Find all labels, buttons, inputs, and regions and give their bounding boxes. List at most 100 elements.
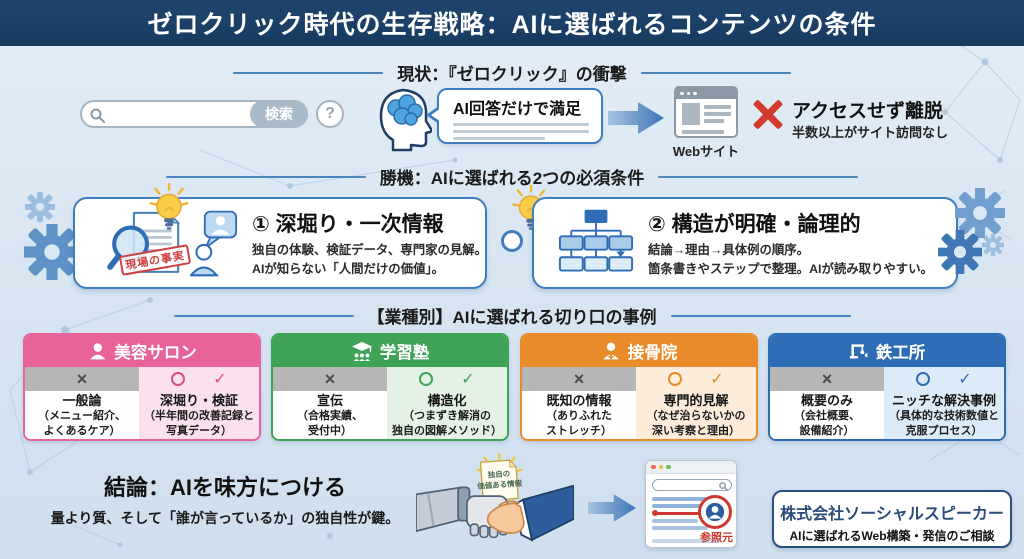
- browser-titlebar: [646, 461, 736, 474]
- unique-info-doc-line2: 価値ある情報: [476, 478, 523, 491]
- result-text-line: [652, 497, 716, 501]
- company-card: 株式会社ソーシャルスピーカー AIに選ばれるWeb構築・発信のご相談: [772, 490, 1012, 548]
- citation-dot: [652, 510, 658, 516]
- browser-text-line: [704, 112, 731, 116]
- website-label: Webサイト: [672, 144, 740, 159]
- ironworks-icon: [849, 344, 868, 359]
- brain-icon: [379, 88, 432, 152]
- unique-info-doc-line1: 独自の: [487, 468, 510, 480]
- connector-circle-decoration: [501, 230, 523, 252]
- handshake-illustration: 独自の 価値ある情報: [416, 452, 574, 542]
- salon-person-icon: [90, 343, 106, 360]
- browser-content-block: [682, 103, 700, 125]
- section-title-text: 現状：『ゼロクリック』の衝撃: [397, 65, 627, 84]
- result-text-line: [652, 539, 720, 543]
- industry-name: 美容サロン: [114, 344, 197, 362]
- source-avatar: [698, 495, 732, 529]
- page-title: ゼロクリック時代の生存戦略：AIに選ばれるコンテンツの条件: [147, 11, 877, 39]
- result-text-line: [652, 519, 698, 523]
- industry-name: 鉄工所: [875, 344, 926, 362]
- help-button[interactable]: ?: [316, 100, 344, 128]
- flow-arrow-icon: [608, 102, 664, 134]
- search-input[interactable]: [110, 102, 250, 126]
- bounce-subtitle: 半数以上がサイト訪問なし: [792, 125, 949, 140]
- industry-card-salon: 美容サロン × ✓ 一般論 （メニュー紹介、 よくあるケア） 深堀り・検証 （半…: [23, 333, 261, 441]
- divider-line: [640, 71, 791, 74]
- condition-title: ① 深堀り・一次情報: [252, 213, 444, 236]
- good-circle-mark: [916, 372, 931, 386]
- text-line-decoration: [453, 137, 545, 140]
- gear-icon: [25, 192, 55, 222]
- section-current-title: 現状：『ゼロクリック』の衝撃: [0, 60, 1024, 85]
- check-mark: ✓: [710, 371, 724, 388]
- browser-text-line: [704, 119, 724, 123]
- cited-result-browser: 参照元: [645, 460, 737, 548]
- bad-example-cell: 一般論 （メニュー紹介、 よくあるケア）: [25, 391, 139, 439]
- bad-example-cell: 宣伝 （合格実績、 受付中）: [273, 391, 387, 439]
- bad-example-cell: 概要のみ （会社概要、 設備紹介）: [770, 391, 884, 439]
- search-button[interactable]: 検索: [250, 100, 308, 128]
- condition-body: 独自の体験、検証データ、専門家の見解。 AIが知らない「人間だけの価値」。: [252, 241, 488, 279]
- search-bar: 検索: [80, 100, 308, 128]
- good-example-cell: 専門的見解 （なぜ治らないかの 深い考察と理由）: [636, 391, 756, 439]
- good-circle-mark: [419, 372, 434, 386]
- condition-body: 結論→理由→具体例の順序。 箇条書きやステップで整理。AIが読み取りやすい。: [648, 241, 948, 279]
- text-line-decoration: [453, 123, 589, 126]
- result-text-line: [652, 526, 708, 530]
- company-name: 株式会社ソーシャルスピーカー: [780, 506, 1004, 523]
- gear-icon: [938, 230, 982, 274]
- title-bar: ゼロクリック時代の生存戦略：AIに選ばれるコンテンツの条件: [0, 0, 1024, 46]
- section-opportunity-title: 勝機：AIに選ばれる2つの必須条件: [0, 164, 1024, 189]
- flow-arrow-icon: [588, 494, 636, 522]
- section-title-text: 【業種別】AIに選ばれる切り口の事例: [367, 308, 657, 327]
- bad-mark: ×: [25, 367, 139, 391]
- citation-line: [656, 512, 700, 515]
- bad-example-cell: 既知の情報 （ありふれた ストレッチ）: [522, 391, 636, 439]
- browser-titlebar: [676, 88, 736, 99]
- browser-text-line: [682, 130, 724, 134]
- bubble-text: AI回答だけで満足: [453, 101, 582, 118]
- divider-line: [173, 314, 354, 317]
- divider-line: [165, 175, 366, 178]
- bad-mark: ×: [273, 367, 387, 391]
- conclusion-title: 結論：AIを味方につける: [103, 475, 346, 500]
- good-circle-mark: [171, 372, 186, 386]
- industry-card-juku: 学習塾 × ✓ 宣伝 （合格実績、 受付中） 構造化 （つまずき解消の 独自の図…: [271, 333, 509, 441]
- condition-line: 箇条書きやステップで整理。AIが読み取りやすい。: [648, 262, 933, 277]
- industry-card-sekkotsuin: 接骨院 × ✓ 既知の情報 （ありふれた ストレッチ） 専門的見解 （なぜ治らな…: [520, 333, 758, 441]
- condition-line: 独自の体験、検証データ、専門家の見解。: [252, 243, 488, 257]
- gear-icon: [982, 234, 1004, 256]
- good-example-cell: ニッチな解決事例 （具体的な技術数値と 克服プロセス）: [884, 391, 1004, 439]
- condition-line: AIが知らない「人間だけの価値」。: [252, 262, 445, 277]
- text-line-decoration: [453, 130, 589, 133]
- check-mark: ✓: [461, 371, 475, 388]
- x-mark-icon: [752, 99, 784, 131]
- reference-source-label: 参照元: [700, 532, 733, 544]
- condition-line: 結論→理由→具体例の順序。: [648, 243, 810, 257]
- result-search-bar: [652, 479, 732, 491]
- check-mark: ✓: [213, 371, 227, 388]
- gear-icon: [24, 224, 80, 280]
- expert-person-icon: [190, 210, 238, 277]
- bad-mark: ×: [770, 367, 884, 391]
- industry-name: 接骨院: [627, 344, 678, 362]
- flowchart-icon: [558, 209, 634, 272]
- company-tagline: AIに選ばれるWeb構築・発信のご相談: [789, 529, 995, 543]
- ai-answer-bubble: AI回答だけで満足: [426, 88, 603, 144]
- good-example-cell: 構造化 （つまずき解消の 独自の図解メソッド）: [387, 391, 507, 439]
- browser-text-line: [704, 105, 731, 109]
- person-icon: [705, 502, 725, 522]
- industry-name: 学習塾: [379, 344, 430, 362]
- good-circle-mark: [668, 372, 683, 386]
- graduation-cap-icon: [351, 341, 372, 361]
- bounce-title: アクセスせず離脱: [792, 101, 944, 122]
- search-icon: [90, 108, 105, 123]
- practitioner-icon: [603, 342, 619, 360]
- divider-line: [233, 71, 384, 74]
- industry-card-ironworks: 鉄工所 × ✓ 概要のみ （会社概要、 設備紹介） ニッチな解決事例 （具体的な…: [768, 333, 1006, 441]
- divider-line: [658, 175, 859, 178]
- lightbulb-icon: [145, 182, 193, 234]
- conclusion-subtitle: 量より質、そして「誰が言っているか」の独自性が鍵。: [50, 510, 400, 526]
- divider-line: [670, 314, 851, 317]
